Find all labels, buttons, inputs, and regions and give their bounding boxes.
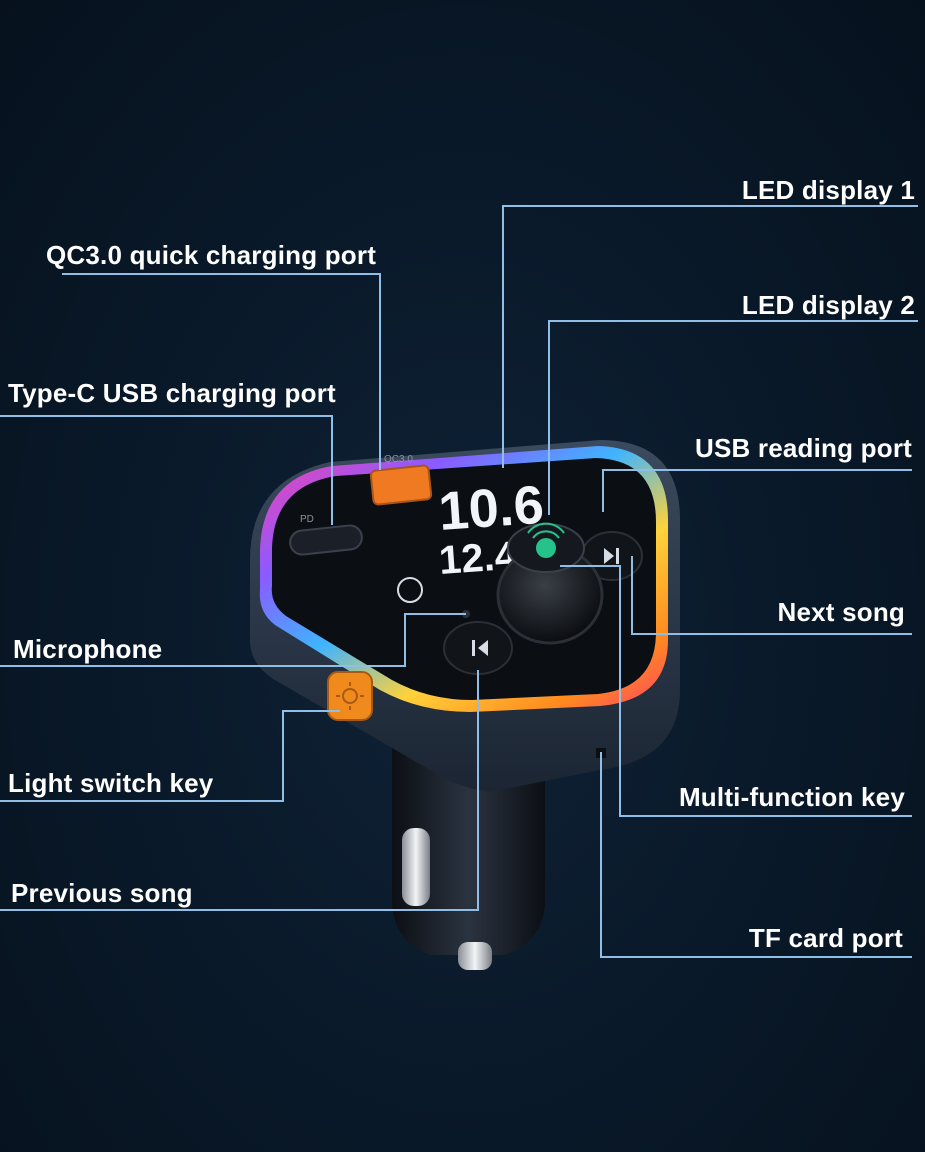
- leader-led-display-2: [548, 320, 918, 515]
- port-qc-text: QC3.0: [384, 454, 413, 465]
- port-pd-text: PD: [300, 514, 314, 525]
- label-next-song: Next song: [777, 597, 905, 627]
- label-qc-port: QC3.0 quick charging port: [46, 240, 377, 270]
- leader-type-c-port: [0, 415, 333, 525]
- next-song-button[interactable]: [581, 531, 643, 581]
- previous-song-button[interactable]: [443, 621, 513, 675]
- phone-icon: [527, 522, 565, 558]
- qc-port: QC3.0: [369, 454, 433, 506]
- bluetooth-icon: [397, 577, 423, 603]
- label-usb-reading-port: USB reading port: [695, 433, 912, 463]
- leader-multi-function-key: [560, 565, 912, 817]
- leader-microphone: [0, 613, 466, 667]
- tip-contact: [458, 942, 492, 970]
- side-contact: [402, 828, 430, 906]
- car-plug: [392, 740, 545, 970]
- label-light-switch-key: Light switch key: [8, 768, 214, 798]
- light-switch-button[interactable]: [327, 671, 373, 721]
- label-multi-function-key: Multi-function key: [678, 782, 905, 812]
- label-type-c-port: Type-C USB charging port: [8, 378, 336, 408]
- leader-tf-card-port: [600, 752, 912, 958]
- leader-led-display-1: [502, 205, 918, 468]
- label-microphone: Microphone: [13, 634, 163, 664]
- leader-previous-song: [0, 670, 479, 911]
- label-previous-song: Previous song: [11, 878, 193, 908]
- leader-next-song: [631, 556, 912, 635]
- label-led-display-1: LED display 1: [741, 175, 915, 205]
- leader-lines: [0, 205, 918, 958]
- sun-icon: [336, 682, 364, 710]
- label-tf-card-port: TF card port: [748, 923, 903, 953]
- type-c-port: PD: [289, 514, 363, 556]
- multi-function-knob[interactable]: [496, 522, 604, 645]
- label-led-display-2: LED display 2: [741, 290, 915, 320]
- leader-usb-reading-port: [602, 469, 912, 512]
- leader-qc-port: [62, 273, 381, 470]
- leader-light-switch-key: [0, 710, 340, 802]
